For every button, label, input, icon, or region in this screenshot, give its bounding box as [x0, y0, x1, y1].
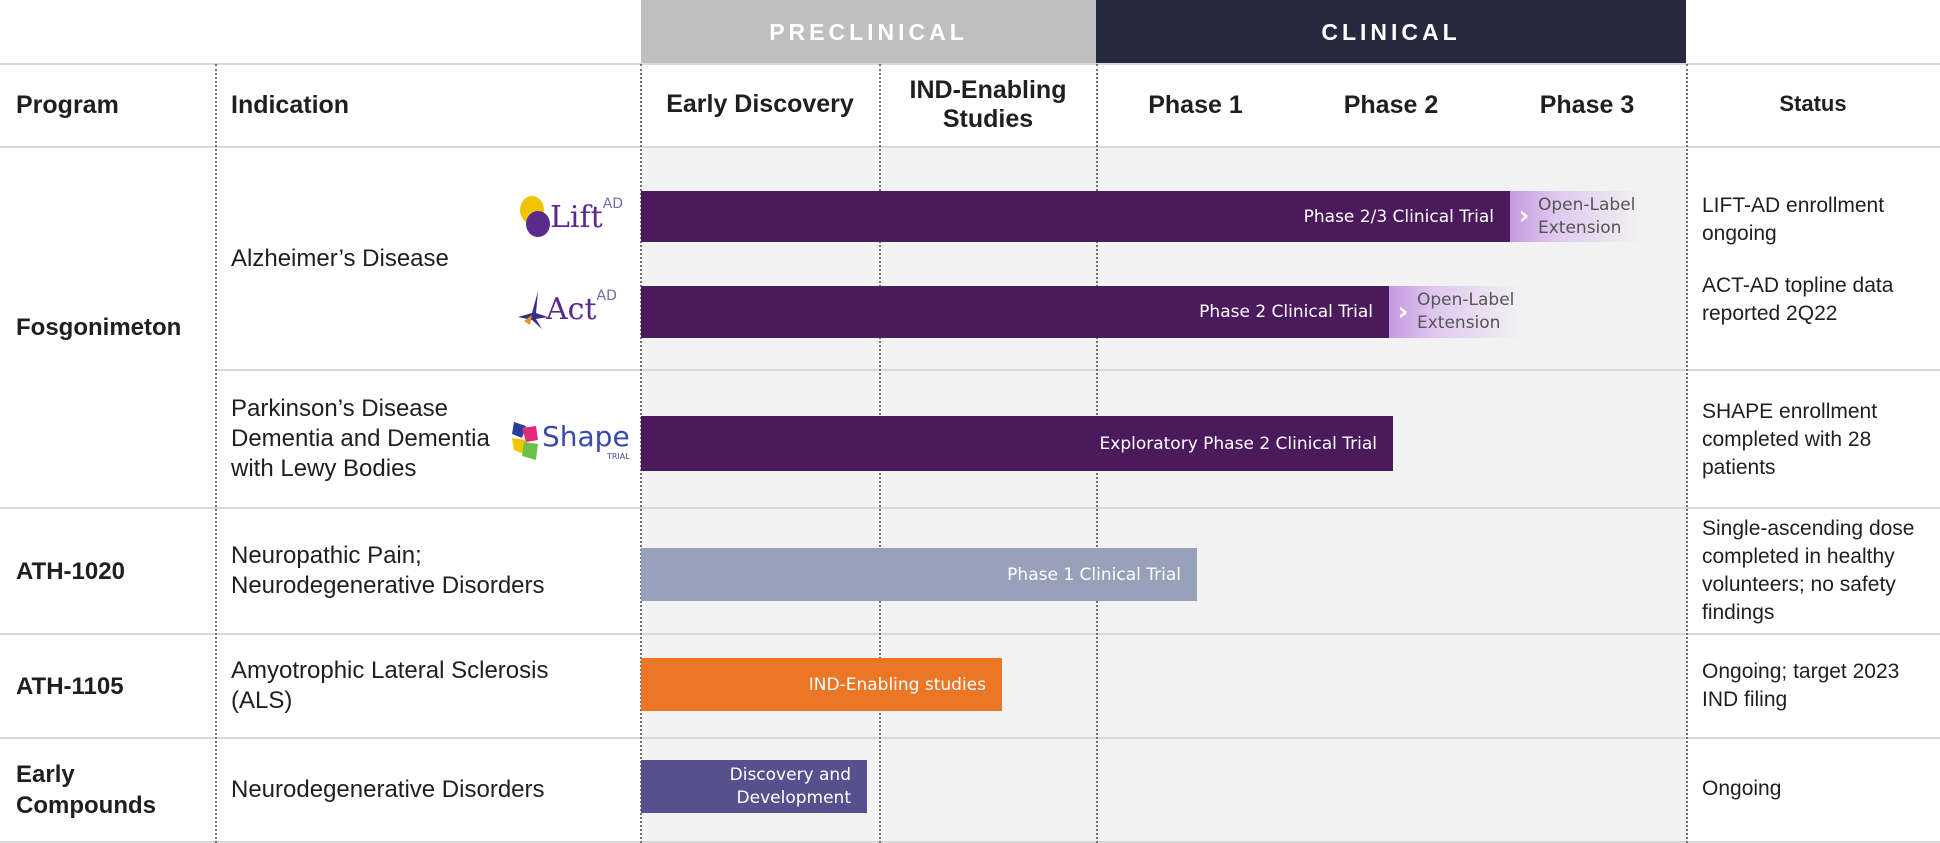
header-phase3: Phase 3: [1539, 90, 1635, 119]
act-ad-logo: Act AD: [516, 284, 640, 334]
pipeline-chart-area: [641, 148, 1686, 843]
row-divider-ath1105: [0, 737, 1940, 739]
chevron-right-icon: ›: [1518, 201, 1530, 231]
bar-ath-1105: IND-Enabling studies: [641, 658, 1002, 711]
chevron-right-icon: ›: [1397, 296, 1409, 327]
bar-ath-1020: Phase 1 Clinical Trial: [641, 548, 1197, 601]
lift-ad-logo: Lift AD: [518, 192, 638, 242]
row-divider-fosgonimeton: [0, 507, 1940, 509]
status-act-ad: ACT-AD topline data reported 2Q22: [1702, 274, 1894, 325]
indication-parkinsons: Parkinson’s Disease Dementia and Dementi…: [231, 395, 490, 482]
shape-trial-logo: Shape TRIAL: [508, 414, 640, 470]
shape-logo-mark-icon: [512, 422, 538, 460]
lift-logo-mark-icon: [520, 196, 550, 237]
status-ath-1105: Ongoing; target 2023 IND filing: [1702, 660, 1900, 711]
clinical-band: CLINICAL: [1096, 0, 1686, 64]
status-early-compounds: Ongoing: [1702, 777, 1782, 800]
header-ind-enabling: IND-Enabling Studies: [909, 76, 1067, 133]
header-top-divider: [0, 63, 1940, 65]
column-divider-phase3: [1686, 64, 1688, 843]
indication-neurodegenerative: Neurodegenerative Disorders: [231, 776, 545, 803]
extension-act-ad: › Open-Label Extension: [1389, 286, 1521, 338]
program-fosgonimeton: Fosgonimeton: [16, 314, 182, 341]
header-phase1: Phase 1: [1148, 90, 1243, 119]
status-lift-ad: LIFT-AD enrollment ongoing: [1702, 194, 1885, 245]
row-divider-ath1020: [0, 633, 1940, 635]
status-shape: SHAPE enrollment completed with 28 patie…: [1702, 400, 1878, 479]
header-program: Program: [16, 90, 119, 119]
program-ath-1105: ATH-1105: [16, 672, 124, 700]
indication-als: Amyotrophic Lateral Sclerosis (ALS): [231, 657, 549, 714]
extension-lift-ad: › Open-Label Extension: [1510, 191, 1642, 242]
table-bottom-divider: [0, 841, 1940, 843]
bar-act-ad: Phase 2 Clinical Trial: [641, 286, 1389, 338]
bar-lift-ad: Phase 2/3 Clinical Trial: [641, 191, 1510, 242]
indication-alzheimers: Alzheimer’s Disease: [231, 244, 449, 272]
program-ath-1020: ATH-1020: [16, 557, 125, 585]
header-bottom-divider: [0, 146, 1940, 148]
header-indication: Indication: [231, 90, 350, 119]
column-divider-program: [215, 64, 217, 843]
indication-neuropathic: Neuropathic Pain; Neurodegenerative Diso…: [231, 542, 545, 599]
program-early-compounds: Early Compounds: [16, 761, 156, 819]
act-logo-mark-icon: [518, 291, 548, 329]
row-divider-alzheimers: [215, 369, 1940, 371]
header-early-discovery: Early Discovery: [666, 89, 854, 118]
header-status: Status: [1779, 90, 1847, 116]
status-ath-1020: Single-ascending dose completed in healt…: [1702, 517, 1915, 624]
header-phase2: Phase 2: [1343, 90, 1439, 119]
preclinical-band: PRECLINICAL: [641, 0, 1096, 64]
bar-early-compounds: Discovery and Development: [641, 760, 867, 813]
bar-shape: Exploratory Phase 2 Clinical Trial: [641, 416, 1393, 471]
